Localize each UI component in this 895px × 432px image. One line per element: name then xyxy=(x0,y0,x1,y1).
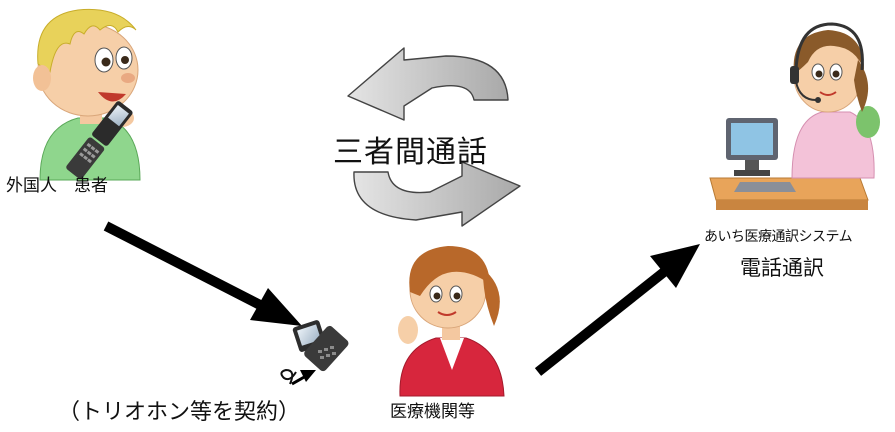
circular-arrows-icon xyxy=(347,47,521,227)
three-way-call-label: 三者間通話 xyxy=(333,135,488,170)
medical-institution-label: 医療機関等 xyxy=(390,402,475,422)
interpreter-system-label: あいち医療通訳システム xyxy=(704,229,853,245)
flip-phone-icon xyxy=(280,320,349,386)
flow-arrow-institution-to-system xyxy=(534,244,700,376)
headset-operator-at-computer-icon xyxy=(709,22,880,210)
flow-arrow-patient-to-institution xyxy=(103,221,302,326)
phone-interpretation-label: 電話通訳 xyxy=(740,256,824,280)
patient-label: 外国人 患者 xyxy=(6,176,108,196)
phone-contract-note: （トリオホン等を契約） xyxy=(58,400,301,425)
boy-talking-on-phone-icon xyxy=(33,8,141,181)
clinic-receptionist-icon xyxy=(398,246,505,397)
